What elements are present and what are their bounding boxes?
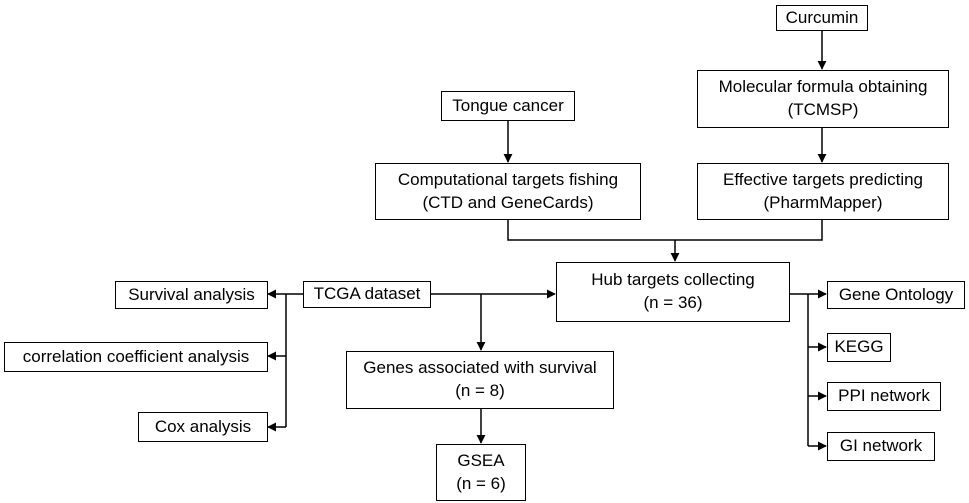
node-gi-label: GI network: [839, 436, 923, 456]
node-genes-label: Genes associated with survival: [363, 358, 597, 378]
node-correlation-label: correlation coefficient analysis: [22, 346, 250, 366]
node-correlation-analysis: correlation coefficient analysis: [4, 342, 268, 372]
node-survival-analysis: Survival analysis: [115, 281, 268, 309]
node-molecular-formula: Molecular formula obtaining (TCMSP): [697, 70, 949, 128]
node-gsea: GSEA (n = 6): [436, 444, 526, 501]
node-molecular-label: Molecular formula obtaining: [718, 77, 928, 97]
node-hub-label: Hub targets collecting: [591, 270, 755, 290]
node-computational-label: Computational targets fishing: [397, 169, 619, 189]
node-curcumin-label: Curcumin: [785, 7, 859, 27]
node-kegg: KEGG: [827, 333, 891, 362]
node-hub-targets: Hub targets collecting (n = 36): [556, 262, 790, 322]
node-cox-label: Cox analysis: [154, 416, 252, 436]
node-gi-network: GI network: [827, 432, 935, 461]
node-tcga-label: TCGA dataset: [313, 284, 421, 304]
node-tcga-dataset: TCGA dataset: [303, 281, 431, 308]
node-computational-sublabel: (CTD and GeneCards): [422, 192, 594, 212]
node-survival-label: Survival analysis: [128, 284, 255, 304]
node-genes-sublabel: (n = 8): [455, 381, 505, 400]
node-gsea-sublabel: (n = 6): [456, 473, 506, 493]
node-cox-analysis: Cox analysis: [138, 412, 268, 442]
node-kegg-label: KEGG: [834, 337, 884, 357]
node-molecular-sublabel: (TCMSP): [787, 100, 859, 119]
node-ppi-label: PPI network: [838, 386, 930, 406]
node-ppi-network: PPI network: [827, 382, 941, 411]
node-curcumin: Curcumin: [776, 5, 868, 31]
node-go-label: Gene Ontology: [838, 284, 954, 304]
node-gsea-label: GSEA: [457, 450, 505, 470]
node-computational-targets: Computational targets fishing (CTD and G…: [375, 163, 641, 220]
node-hub-sublabel: (n = 36): [643, 293, 703, 312]
node-genes-survival: Genes associated with survival (n = 8): [346, 351, 614, 409]
node-effective-targets: Effective targets predicting (PharmMappe…: [697, 163, 949, 220]
node-effective-sublabel: (PharmMapper): [763, 192, 883, 212]
node-effective-label: Effective targets predicting: [722, 169, 923, 189]
node-gene-ontology: Gene Ontology: [827, 281, 965, 309]
node-tongue-cancer: Tongue cancer: [441, 91, 575, 121]
edge-merge-to-hub: [507, 220, 823, 241]
node-tongue-label: Tongue cancer: [452, 95, 564, 115]
